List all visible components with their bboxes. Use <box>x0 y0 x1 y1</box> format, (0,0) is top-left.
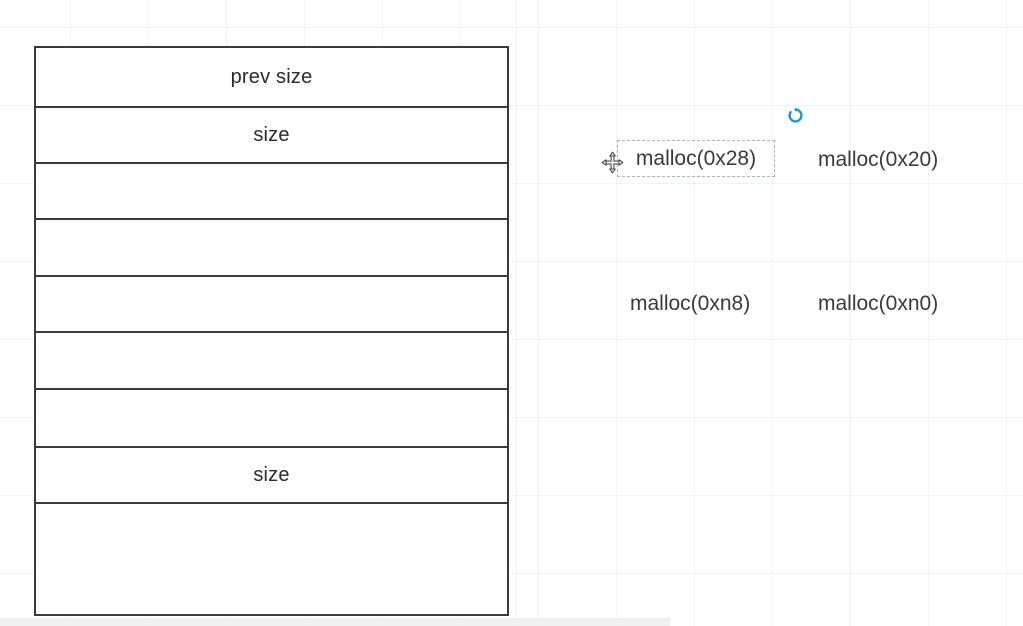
table-row[interactable]: size <box>36 448 507 504</box>
table-row[interactable] <box>36 277 507 333</box>
paper-seam-divider <box>516 0 517 626</box>
heap-chunk-table[interactable]: prev size size size <box>34 46 509 616</box>
table-row[interactable] <box>36 220 507 277</box>
annotation-label: malloc(0x28) <box>635 146 757 170</box>
annotation-malloc-0xn0[interactable]: malloc(0xn0) <box>818 292 938 316</box>
annotation-malloc-0x20[interactable]: malloc(0x20) <box>818 148 938 172</box>
table-row[interactable]: size <box>36 108 507 164</box>
table-row[interactable] <box>36 333 507 390</box>
table-row[interactable] <box>36 164 507 220</box>
horizontal-scrollbar[interactable] <box>0 618 670 626</box>
table-row[interactable] <box>36 504 507 614</box>
chunk-row-label: prev size <box>230 65 313 88</box>
annotation-label: malloc(0xn0) <box>818 292 939 315</box>
annotation-malloc-0xn8[interactable]: malloc(0xn8) <box>630 292 750 316</box>
table-row[interactable] <box>36 390 507 448</box>
annotation-malloc-0x28[interactable]: malloc(0x28) <box>617 140 775 177</box>
annotation-label: malloc(0x20) <box>818 148 939 171</box>
annotation-label: malloc(0xn8) <box>630 292 751 315</box>
move-cursor-icon <box>601 151 624 174</box>
chunk-row-label: size <box>253 123 290 146</box>
table-row[interactable]: prev size <box>36 48 507 108</box>
chunk-row-label: size <box>253 463 290 486</box>
rotate-icon[interactable] <box>787 107 804 124</box>
